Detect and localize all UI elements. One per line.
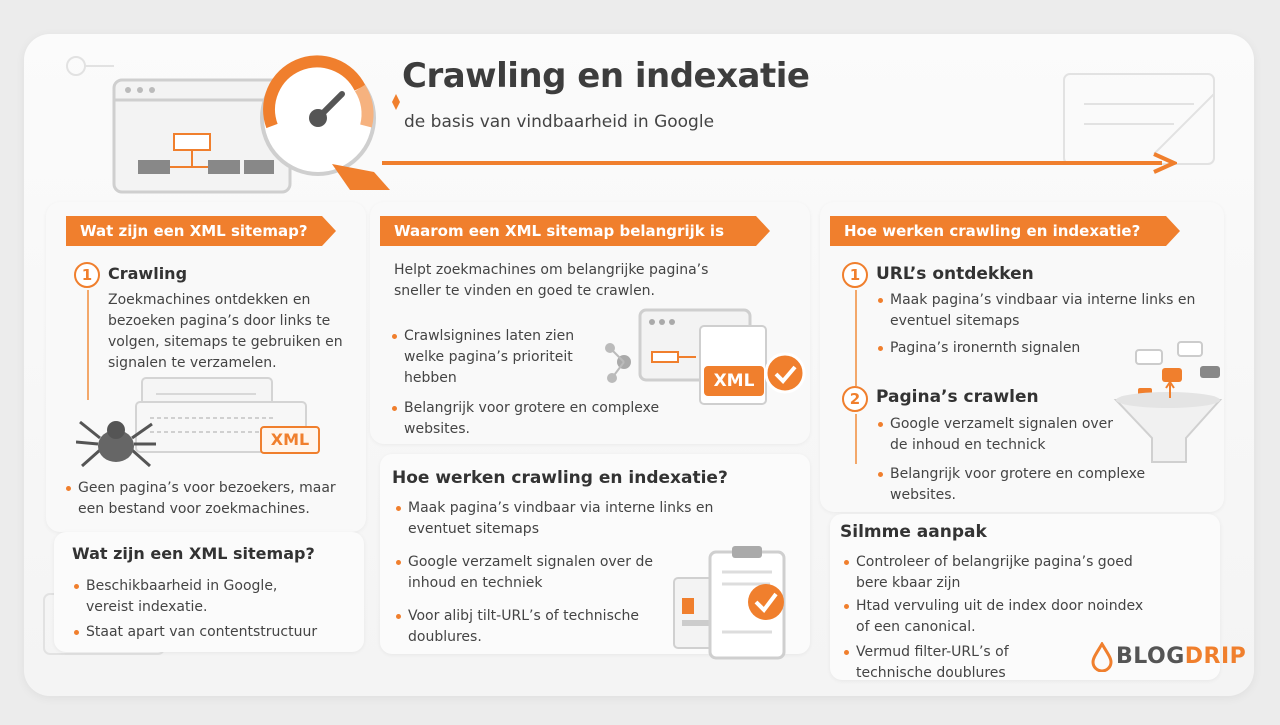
right-card-bullet-2: Htad vervuling uit de index door noindex… xyxy=(844,596,1144,638)
middle-card-title: Hoe werken crawling en indexatie? xyxy=(392,468,728,488)
middle-card-bullet-1: Maak pagina’s vindbaar via interne links… xyxy=(396,498,716,540)
step-connector xyxy=(87,290,89,400)
left-card-bullet-1: Beschikbaarheid in Google, vereist index… xyxy=(74,576,314,618)
step-number-badge: 1 xyxy=(74,262,100,288)
brand-logo: BLOGDRIP xyxy=(1116,644,1246,669)
brand-part-1: BLOG xyxy=(1116,644,1185,669)
step1-bullet-1: Maak pagina’s vindbaar via interne links… xyxy=(878,290,1198,332)
funnel-illustration xyxy=(1113,341,1223,463)
left-card-bullet-2: Staat apart van contentstructuur xyxy=(74,622,364,643)
right-card-bullet-1: Controleer of belangrijke pagina’s goed … xyxy=(844,552,1164,594)
middle-card-bullet-2: Google verzamelt signalen over de inhoud… xyxy=(396,552,666,594)
xml-label: XML xyxy=(713,371,755,391)
step-number-badge: 2 xyxy=(842,386,868,412)
xml-file-badge: XML xyxy=(260,426,320,454)
step2-bullet-2: Belangrijk voor grotere en complexe webs… xyxy=(878,464,1158,506)
left-bullet: Geen pagina’s voor bezoekers, maar een b… xyxy=(66,478,366,520)
middle-section-heading: Waarom een XML sitemap belangrijk is xyxy=(380,216,770,246)
xml-file-badge: XML xyxy=(704,366,764,396)
middle-card-bullet-3: Voor alibj tilt-URL’s of technische doub… xyxy=(396,606,676,648)
page-title: Crawling en indexatie xyxy=(402,56,810,96)
progress-arrow xyxy=(382,152,1177,174)
step1-bullet-2: Pagina’s ironernth signalen xyxy=(878,338,1138,359)
right-section-heading: Hoe werken crawling en indexatie? xyxy=(830,216,1180,246)
speedometer-browser-illustration xyxy=(112,55,400,194)
step2-title: Pagina’s crawlen xyxy=(876,387,1039,407)
spider-crawler-illustration xyxy=(76,377,307,468)
middle-intro: Helpt zoekmachines om belangrijke pagina… xyxy=(394,262,709,299)
step-number-badge: 1 xyxy=(842,262,868,288)
left-column xyxy=(46,202,366,532)
right-card-bullet-3: Vermud filter-URL’s of technische doublu… xyxy=(844,642,1044,684)
middle-bullet-1: Crawlsignines laten zien welke pagina’s … xyxy=(392,326,602,389)
step2-bullet-1: Google verzamelt signalen over de inhoud… xyxy=(878,414,1118,456)
left-card-title: Wat zijn een XML sitemap? xyxy=(72,544,315,563)
step1-title: URL’s ontdekken xyxy=(876,264,1034,284)
right-info-card xyxy=(830,514,1220,680)
left-info-card xyxy=(54,532,364,652)
page-subtitle: de basis van vindbaarheid in Google xyxy=(404,112,715,132)
right-card-title: Silmme aanpak xyxy=(840,522,987,542)
infographic-canvas: Crawling en indexatie de basis van vindb… xyxy=(24,34,1254,696)
step-connector xyxy=(855,414,857,464)
step-description: Zoekmachines ontdekken en bezoeken pagin… xyxy=(108,292,343,371)
check-icon xyxy=(764,352,806,394)
xml-label: XML xyxy=(270,430,310,449)
clipboard-check-illustration xyxy=(673,546,786,660)
left-section-heading: Wat zijn een XML sitemap? xyxy=(66,216,336,246)
droplet-icon xyxy=(1091,642,1113,672)
middle-bullet-2: Belangrijk voor grotere en complexe webs… xyxy=(392,398,692,440)
step-connector xyxy=(855,290,857,386)
brand-part-2: DRIP xyxy=(1184,644,1247,669)
step-title: Crawling xyxy=(108,264,188,283)
